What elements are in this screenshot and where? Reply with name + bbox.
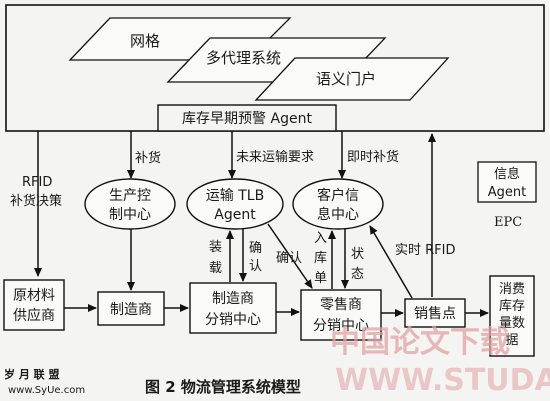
- arrow-pos-to-customer: [369, 225, 413, 299]
- label-instant-restock: 即时补货: [347, 149, 399, 165]
- customer-info-center: 客户信 息中心: [292, 178, 384, 230]
- svg-text:库存: 库存: [499, 298, 525, 314]
- inventory-warning-agent: 库存早期预警 Agent: [157, 104, 337, 132]
- svg-text:语义门户: 语义门户: [316, 70, 376, 88]
- transport-tlb-agent: 运输 TLB Agent: [186, 178, 284, 230]
- retailer-dc: 零售商 分销中心: [300, 289, 382, 341]
- label-restock-decision: 补货决策: [10, 193, 62, 209]
- svg-text:量数: 量数: [499, 316, 525, 331]
- label-realtime-rfid: 实时 RFID: [395, 243, 456, 258]
- watermark-url: WWW.STUDA.: [335, 363, 550, 398]
- svg-text:分销中心: 分销中心: [205, 312, 261, 328]
- label-confirm-1: 确: [249, 241, 262, 256]
- info-agent: 信息 Agent: [477, 161, 537, 203]
- svg-text:客户信: 客户信: [317, 187, 359, 204]
- svg-text:www.SyUe.com: www.SyUe.com: [8, 385, 85, 396]
- svg-text:原材料: 原材料: [13, 288, 55, 304]
- manufacturer-dc: 制造商 分销中心: [189, 282, 277, 334]
- label-status-1: 状: [351, 247, 364, 262]
- manufacturer: 制造商: [97, 291, 165, 326]
- consumer-inventory-data: 消费 库存 量数 据: [489, 275, 535, 357]
- label-status-2: 态: [351, 267, 364, 282]
- arrow-confirm-diagonal: [267, 223, 313, 289]
- svg-text:岁 月 联 盟: 岁 月 联 盟: [4, 367, 60, 381]
- label-inbound-2: 库: [314, 250, 327, 266]
- svg-text:Agent: Agent: [488, 185, 526, 200]
- svg-text:网格: 网格: [130, 32, 160, 50]
- label-rfid: RFID: [22, 175, 52, 190]
- svg-text:制中心: 制中心: [109, 207, 151, 223]
- svg-text:消费: 消费: [499, 282, 525, 297]
- svg-text:多代理系统: 多代理系统: [206, 49, 281, 67]
- svg-text:生产控: 生产控: [109, 188, 151, 204]
- label-future-transport: 未来运输要求: [236, 149, 314, 165]
- label-inbound-1: 入: [314, 231, 327, 246]
- epc-label: EPC: [494, 215, 522, 230]
- site-logo: 岁 月 联 盟 www.SyUe.com: [4, 367, 85, 396]
- label-confirm-diag: 确认: [276, 251, 302, 266]
- svg-text:据: 据: [505, 333, 518, 348]
- plane-semantic-portal: 语义门户: [254, 57, 450, 101]
- label-confirm-2: 认: [249, 259, 262, 274]
- svg-text:制造商: 制造商: [212, 291, 254, 307]
- svg-text:库存早期预警 Agent: 库存早期预警 Agent: [182, 111, 312, 127]
- svg-text:Agent: Agent: [214, 207, 256, 223]
- label-inbound-3: 单: [314, 271, 327, 286]
- svg-text:零售商: 零售商: [320, 297, 362, 313]
- svg-text:制造商: 制造商: [110, 302, 152, 318]
- watermark-cn: 中国论文下载: [330, 325, 510, 360]
- svg-text:分销中心: 分销中心: [313, 318, 369, 334]
- production-control-center: 生产控 制中心: [84, 178, 176, 230]
- label-restock: 补货: [135, 150, 161, 166]
- svg-text:供应商: 供应商: [13, 307, 55, 324]
- svg-text:运输 TLB: 运输 TLB: [206, 188, 264, 204]
- figure-caption: 图 2 物流管理系统模型: [145, 378, 301, 396]
- raw-material-supplier: 原材料 供应商: [3, 279, 65, 331]
- label-load-1: 装: [209, 240, 222, 255]
- svg-text:息中心: 息中心: [317, 206, 359, 223]
- svg-text:销售点: 销售点: [414, 306, 456, 322]
- point-of-sale: 销售点: [404, 298, 466, 328]
- svg-text:信息: 信息: [494, 166, 520, 182]
- label-load-2: 载: [209, 261, 222, 276]
